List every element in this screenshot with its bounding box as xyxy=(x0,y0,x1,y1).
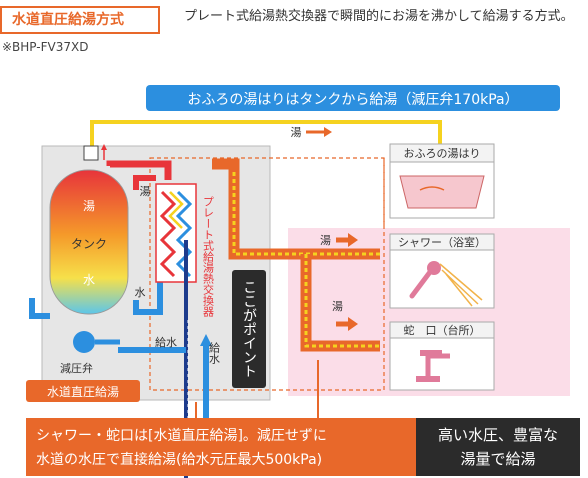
supply-label-right: 給水 xyxy=(208,341,221,364)
hot-water-label-bath: 湯 xyxy=(291,126,302,139)
shower-illustration xyxy=(389,249,495,309)
direct-pressure-zone xyxy=(149,157,385,391)
exchanger-label: プレート式給湯熱交換器 xyxy=(202,196,215,318)
shower-label: シャワー（浴室） xyxy=(398,235,486,249)
direct-supply-tag xyxy=(26,380,140,402)
bath-fill-caption-box xyxy=(146,85,560,111)
system-type-tag: 水道直圧給湯方式 xyxy=(0,6,160,34)
tank-hot-label: 湯 xyxy=(83,199,95,213)
bottom-note-line1: シャワー・蛇口は[水道直圧給湯]。減圧せずに xyxy=(36,427,327,444)
storage-tank xyxy=(49,169,129,315)
hot-water-label-shower: 湯 xyxy=(320,234,331,247)
direct-supply-label: 水道直圧給湯 xyxy=(47,385,119,399)
bath-fill-caption: おふろの湯はりはタンクから給湯（減圧弁170kPa） xyxy=(187,91,518,108)
faucet-label: 蛇 口（台所） xyxy=(404,323,481,337)
bottom-note-line2: 水道の水圧で直接給湯(給水元圧最大500kPa) xyxy=(36,451,322,468)
bath-fill-pipe xyxy=(90,120,442,150)
tank-label: タンク xyxy=(71,237,107,251)
pressure-reducing-valve xyxy=(73,331,95,353)
hot-water-label-unit: 湯 xyxy=(140,185,151,198)
water-label: 水 xyxy=(135,286,146,299)
point-badge xyxy=(232,270,266,388)
bath-pressure-valve xyxy=(83,145,99,161)
supply-label-left: 給水 xyxy=(155,335,177,349)
system-description: プレート式給湯熱交換器で瞬間的にお湯を沸かして給湯する方式。 xyxy=(184,9,574,24)
bath-label: おふろの湯はり xyxy=(404,147,481,160)
tank-cold-label: 水 xyxy=(83,273,95,287)
point-label: ここがポイント xyxy=(241,280,257,378)
bottom-badge-line1: 高い水圧、豊富な xyxy=(438,426,558,444)
hot-water-label-faucet: 湯 xyxy=(332,300,343,313)
model-number: ※BHP-FV37XD xyxy=(2,40,89,54)
pressure-valve-label: 減圧弁 xyxy=(60,361,93,375)
bottom-badge-line2: 湯量で給湯 xyxy=(460,450,535,468)
bottom-badge-box xyxy=(416,418,580,476)
faucet-illustration xyxy=(389,337,495,391)
bottom-note-box xyxy=(26,418,416,476)
